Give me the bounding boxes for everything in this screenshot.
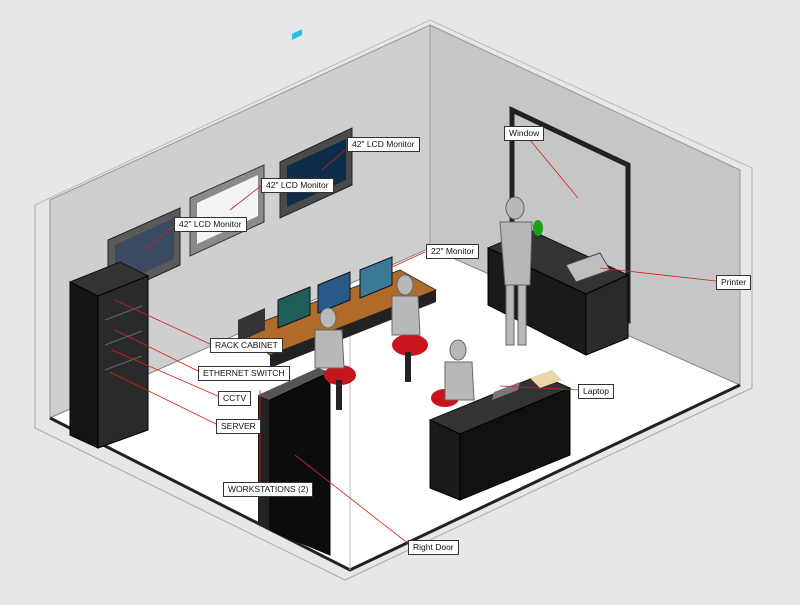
- label-laptop: Laptop: [578, 384, 614, 399]
- people: [314, 196, 543, 401]
- label-cctv: CCTV: [218, 391, 252, 406]
- leader-lines: [109, 139, 717, 546]
- label-workstations: WORKSTATIONS (2): [223, 482, 314, 497]
- desk-monitors: [238, 256, 393, 342]
- wall-outline-front-left: [34, 205, 346, 581]
- wall-outline-front-right: [344, 168, 753, 581]
- label-window: Window: [504, 126, 545, 141]
- wall-outline-top: [34, 19, 753, 206]
- label-printer: Printer: [716, 275, 752, 290]
- label-right-door: Right Door: [408, 540, 459, 555]
- label-ethernet-switch: ETHERNET SWITCH: [198, 366, 290, 381]
- label-lcd-monitor-1: 42" LCD Monitor: [174, 217, 247, 232]
- label-rack-cabinet: RACK CABINET: [210, 338, 283, 353]
- laptop-desk: [428, 370, 572, 501]
- right-door: [258, 368, 331, 556]
- rack-cabinet: [68, 261, 150, 449]
- label-lcd-monitor-2: 42" LCD Monitor: [261, 178, 334, 193]
- label-22-monitor: 22" Monitor: [426, 244, 480, 259]
- chairs: [324, 334, 459, 410]
- label-lcd-monitor-3: 42" LCD Monitor: [347, 137, 420, 152]
- label-server: SERVER: [216, 419, 261, 434]
